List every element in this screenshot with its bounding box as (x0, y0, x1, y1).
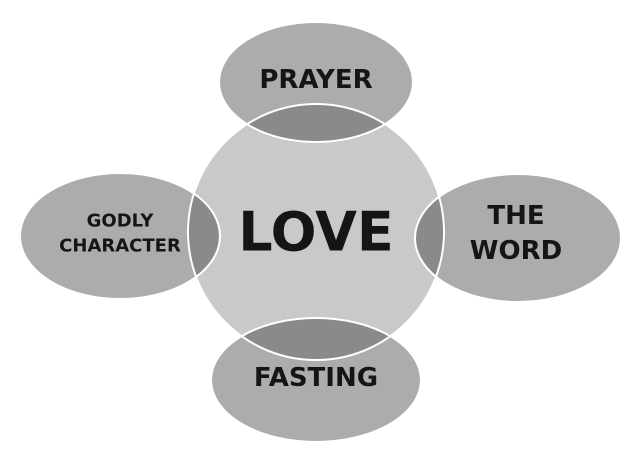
the-word-outline (414, 173, 622, 303)
prayer-ellipse (219, 22, 413, 142)
fasting-label: FASTING (254, 363, 378, 393)
center-outline (187, 103, 445, 361)
prayer-label: PRAYER (259, 65, 372, 95)
the-word-label-line2: WORD (470, 236, 562, 266)
center-circle (188, 104, 444, 360)
godly-character-ellipse (20, 173, 220, 299)
center-label: LOVE (238, 201, 394, 264)
outlines (19, 21, 622, 443)
prayer-outline (218, 21, 414, 143)
the-word-label-line1: THE (487, 201, 544, 231)
the-word-ellipse (415, 174, 621, 302)
godly-character-outline (19, 172, 221, 300)
godly-character-label-line1: GODLY (87, 211, 155, 232)
fasting-outline (210, 317, 422, 443)
godly-character-label-line2: CHARACTER (59, 236, 181, 257)
